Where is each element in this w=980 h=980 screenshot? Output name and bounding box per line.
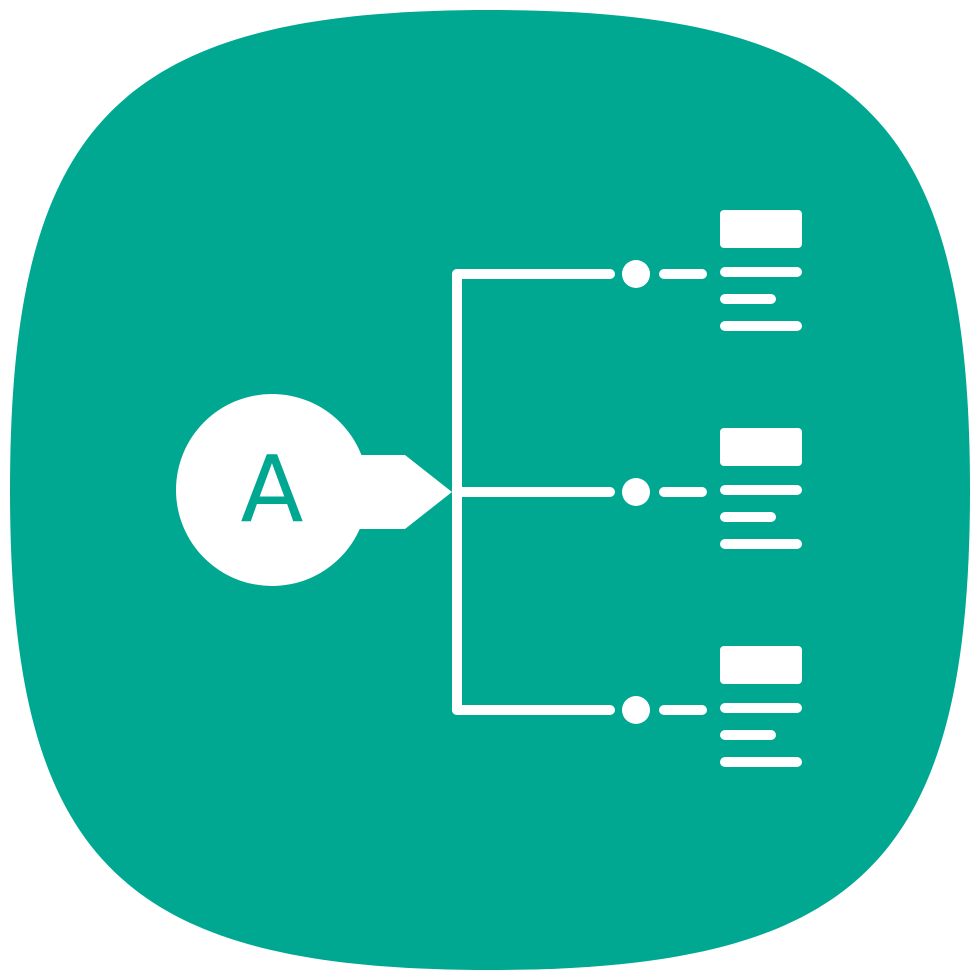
card-header-top (720, 210, 802, 248)
card-line-bottom-2 (720, 730, 776, 740)
card-line-middle-3 (720, 539, 802, 549)
branch-dots (622, 260, 650, 724)
card-line-middle-1 (720, 485, 802, 495)
root-letter: A (241, 436, 304, 543)
card-line-top-3 (720, 321, 802, 331)
tree-connectors (452, 269, 707, 715)
branch-card-top (720, 210, 802, 331)
branch-card-middle (720, 428, 802, 549)
dot-middle (622, 478, 650, 506)
card-line-top-1 (720, 267, 802, 277)
card-header-middle (720, 428, 802, 466)
dot-top (622, 260, 650, 288)
card-line-middle-2 (720, 512, 776, 522)
branch-card-bottom (720, 646, 802, 767)
card-header-bottom (720, 646, 802, 684)
card-line-bottom-1 (720, 703, 802, 713)
card-line-top-2 (720, 294, 776, 304)
root-node: A (176, 394, 452, 586)
dot-bottom (622, 696, 650, 724)
card-line-bottom-3 (720, 757, 802, 767)
root-pointer (356, 455, 452, 529)
root-circle (176, 394, 368, 586)
